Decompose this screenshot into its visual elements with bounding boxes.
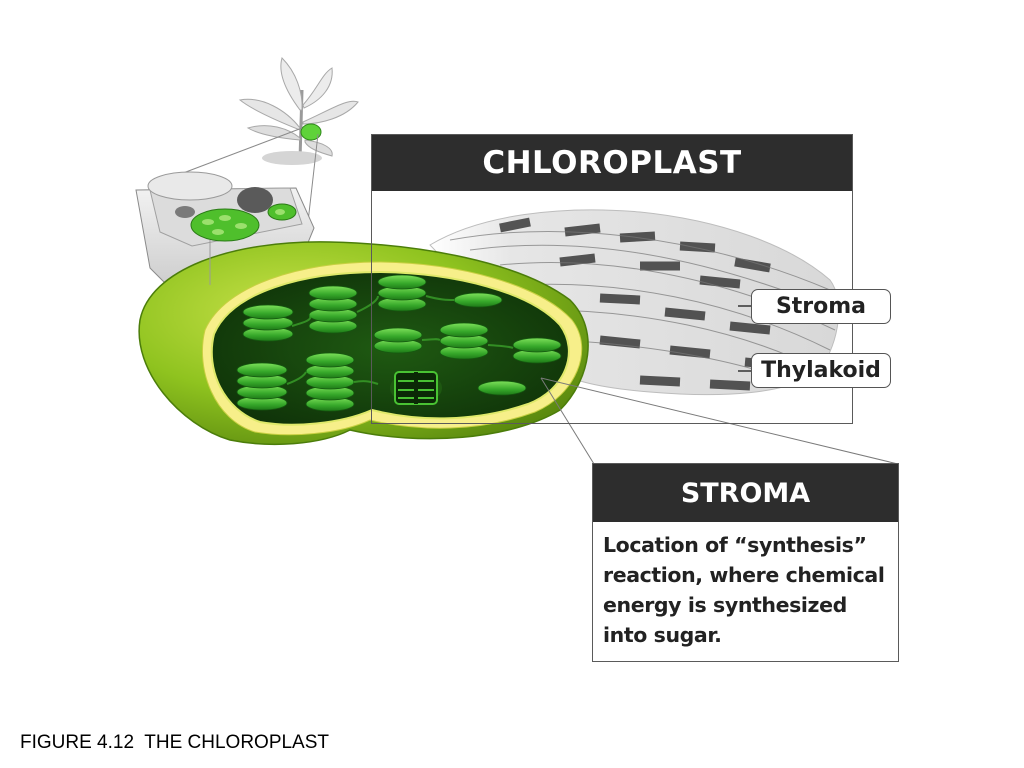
stroma-panel: STROMA Location of “synthesis” reaction,… bbox=[592, 463, 899, 662]
stroma-title: STROMA bbox=[593, 464, 898, 522]
stroma-label: Stroma bbox=[751, 289, 891, 324]
granum-stack bbox=[308, 285, 358, 334]
granum-stack bbox=[477, 380, 527, 396]
chloroplast-cutaway bbox=[138, 241, 589, 446]
chloroplast-title: CHLOROPLAST bbox=[372, 135, 852, 191]
thylakoid-label: Thylakoid bbox=[751, 353, 891, 388]
granum-stack bbox=[242, 304, 294, 342]
granum-stack bbox=[512, 337, 562, 364]
stroma-description: Location of “synthesis” reaction, where … bbox=[603, 533, 885, 647]
granum-stack bbox=[439, 322, 489, 360]
stroma-pointer-line bbox=[540, 377, 595, 465]
granum-stack bbox=[373, 327, 423, 354]
granum-stack bbox=[236, 362, 288, 411]
chloroplast-panel: CHLOROPLAST bbox=[371, 134, 853, 424]
figure-caption: FIGURE 4.12 THE CHLOROPLAST bbox=[20, 732, 330, 753]
granum-stack bbox=[305, 352, 355, 412]
cut-thylakoid bbox=[390, 371, 442, 405]
stroma-pointer-line bbox=[540, 377, 899, 465]
plant-illustration bbox=[238, 57, 359, 165]
granum-stack bbox=[377, 274, 427, 312]
